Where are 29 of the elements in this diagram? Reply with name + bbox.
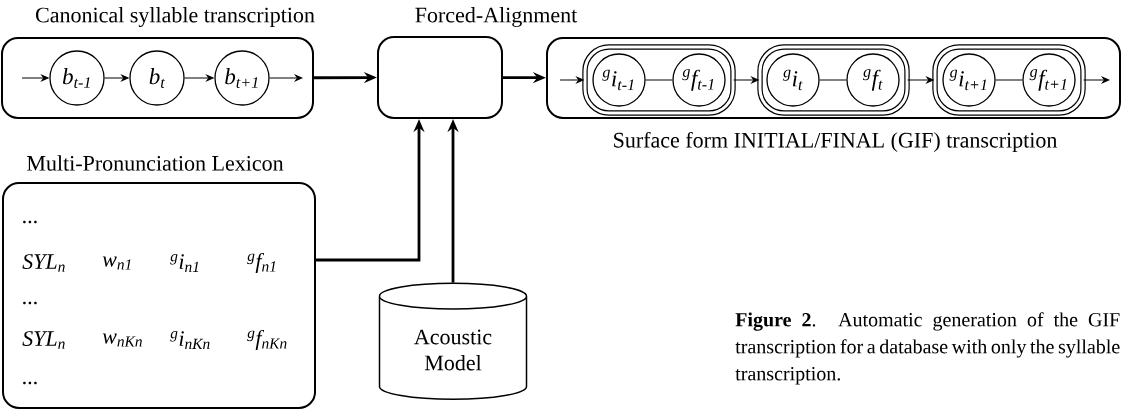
arrow bbox=[907, 76, 934, 84]
arrow bbox=[269, 74, 303, 82]
node-label: ... bbox=[23, 381, 37, 385]
double-box bbox=[757, 44, 910, 116]
arrow bbox=[733, 76, 759, 84]
node-label: ... bbox=[23, 220, 37, 224]
node-label: $^{g}$i$_{n1}$ bbox=[170, 254, 199, 272]
database-cylinder: Acoustic Model bbox=[378, 282, 528, 401]
heading: Surface form INITIAL/FINAL (GIF) transcription bbox=[614, 131, 1058, 153]
node-label: w$_{nKn}$ bbox=[102, 333, 142, 347]
arrow bbox=[21, 74, 49, 82]
node-label: SYL$_{n}$ bbox=[22, 331, 65, 349]
double-box bbox=[932, 44, 1086, 116]
arrow bbox=[184, 74, 214, 82]
arrow bbox=[104, 74, 129, 82]
heading: Multi-Pronunciation Lexicon bbox=[27, 155, 284, 171]
node-label: $^{g}$f$_{nKn}$ bbox=[247, 329, 287, 351]
double-box bbox=[582, 44, 736, 116]
caption: Figure 2. Automatic generation of the GIF transcription for a database with only the syllable transcription. bbox=[735, 312, 1120, 385]
node-label: $^{g}$f$_{n1}$ bbox=[247, 252, 276, 274]
node-label: SYL$_{n}$ bbox=[22, 254, 65, 272]
arrow bbox=[559, 76, 584, 84]
heading: Forced-Alignment bbox=[415, 7, 578, 27]
node-label: $^{g}$i$_{nKn}$ bbox=[170, 331, 210, 349]
lexicon-table: ... SYL$_{n}$ w$_{n1}$ $^{g}$i$_{n1}$ $^{g}$f$_{n1}$ ... SYL$_{n}$ w$_{nKn}$ $^{g}$i$_{nKn}$ $^{g}$f$_{nKn}$ ... bbox=[2, 182, 316, 409]
node-label: w$_{n1}$ bbox=[102, 256, 131, 270]
heading: Canonical syllable transcription bbox=[36, 7, 315, 27]
arrow bbox=[1083, 76, 1110, 84]
node-label: ... bbox=[23, 301, 37, 305]
